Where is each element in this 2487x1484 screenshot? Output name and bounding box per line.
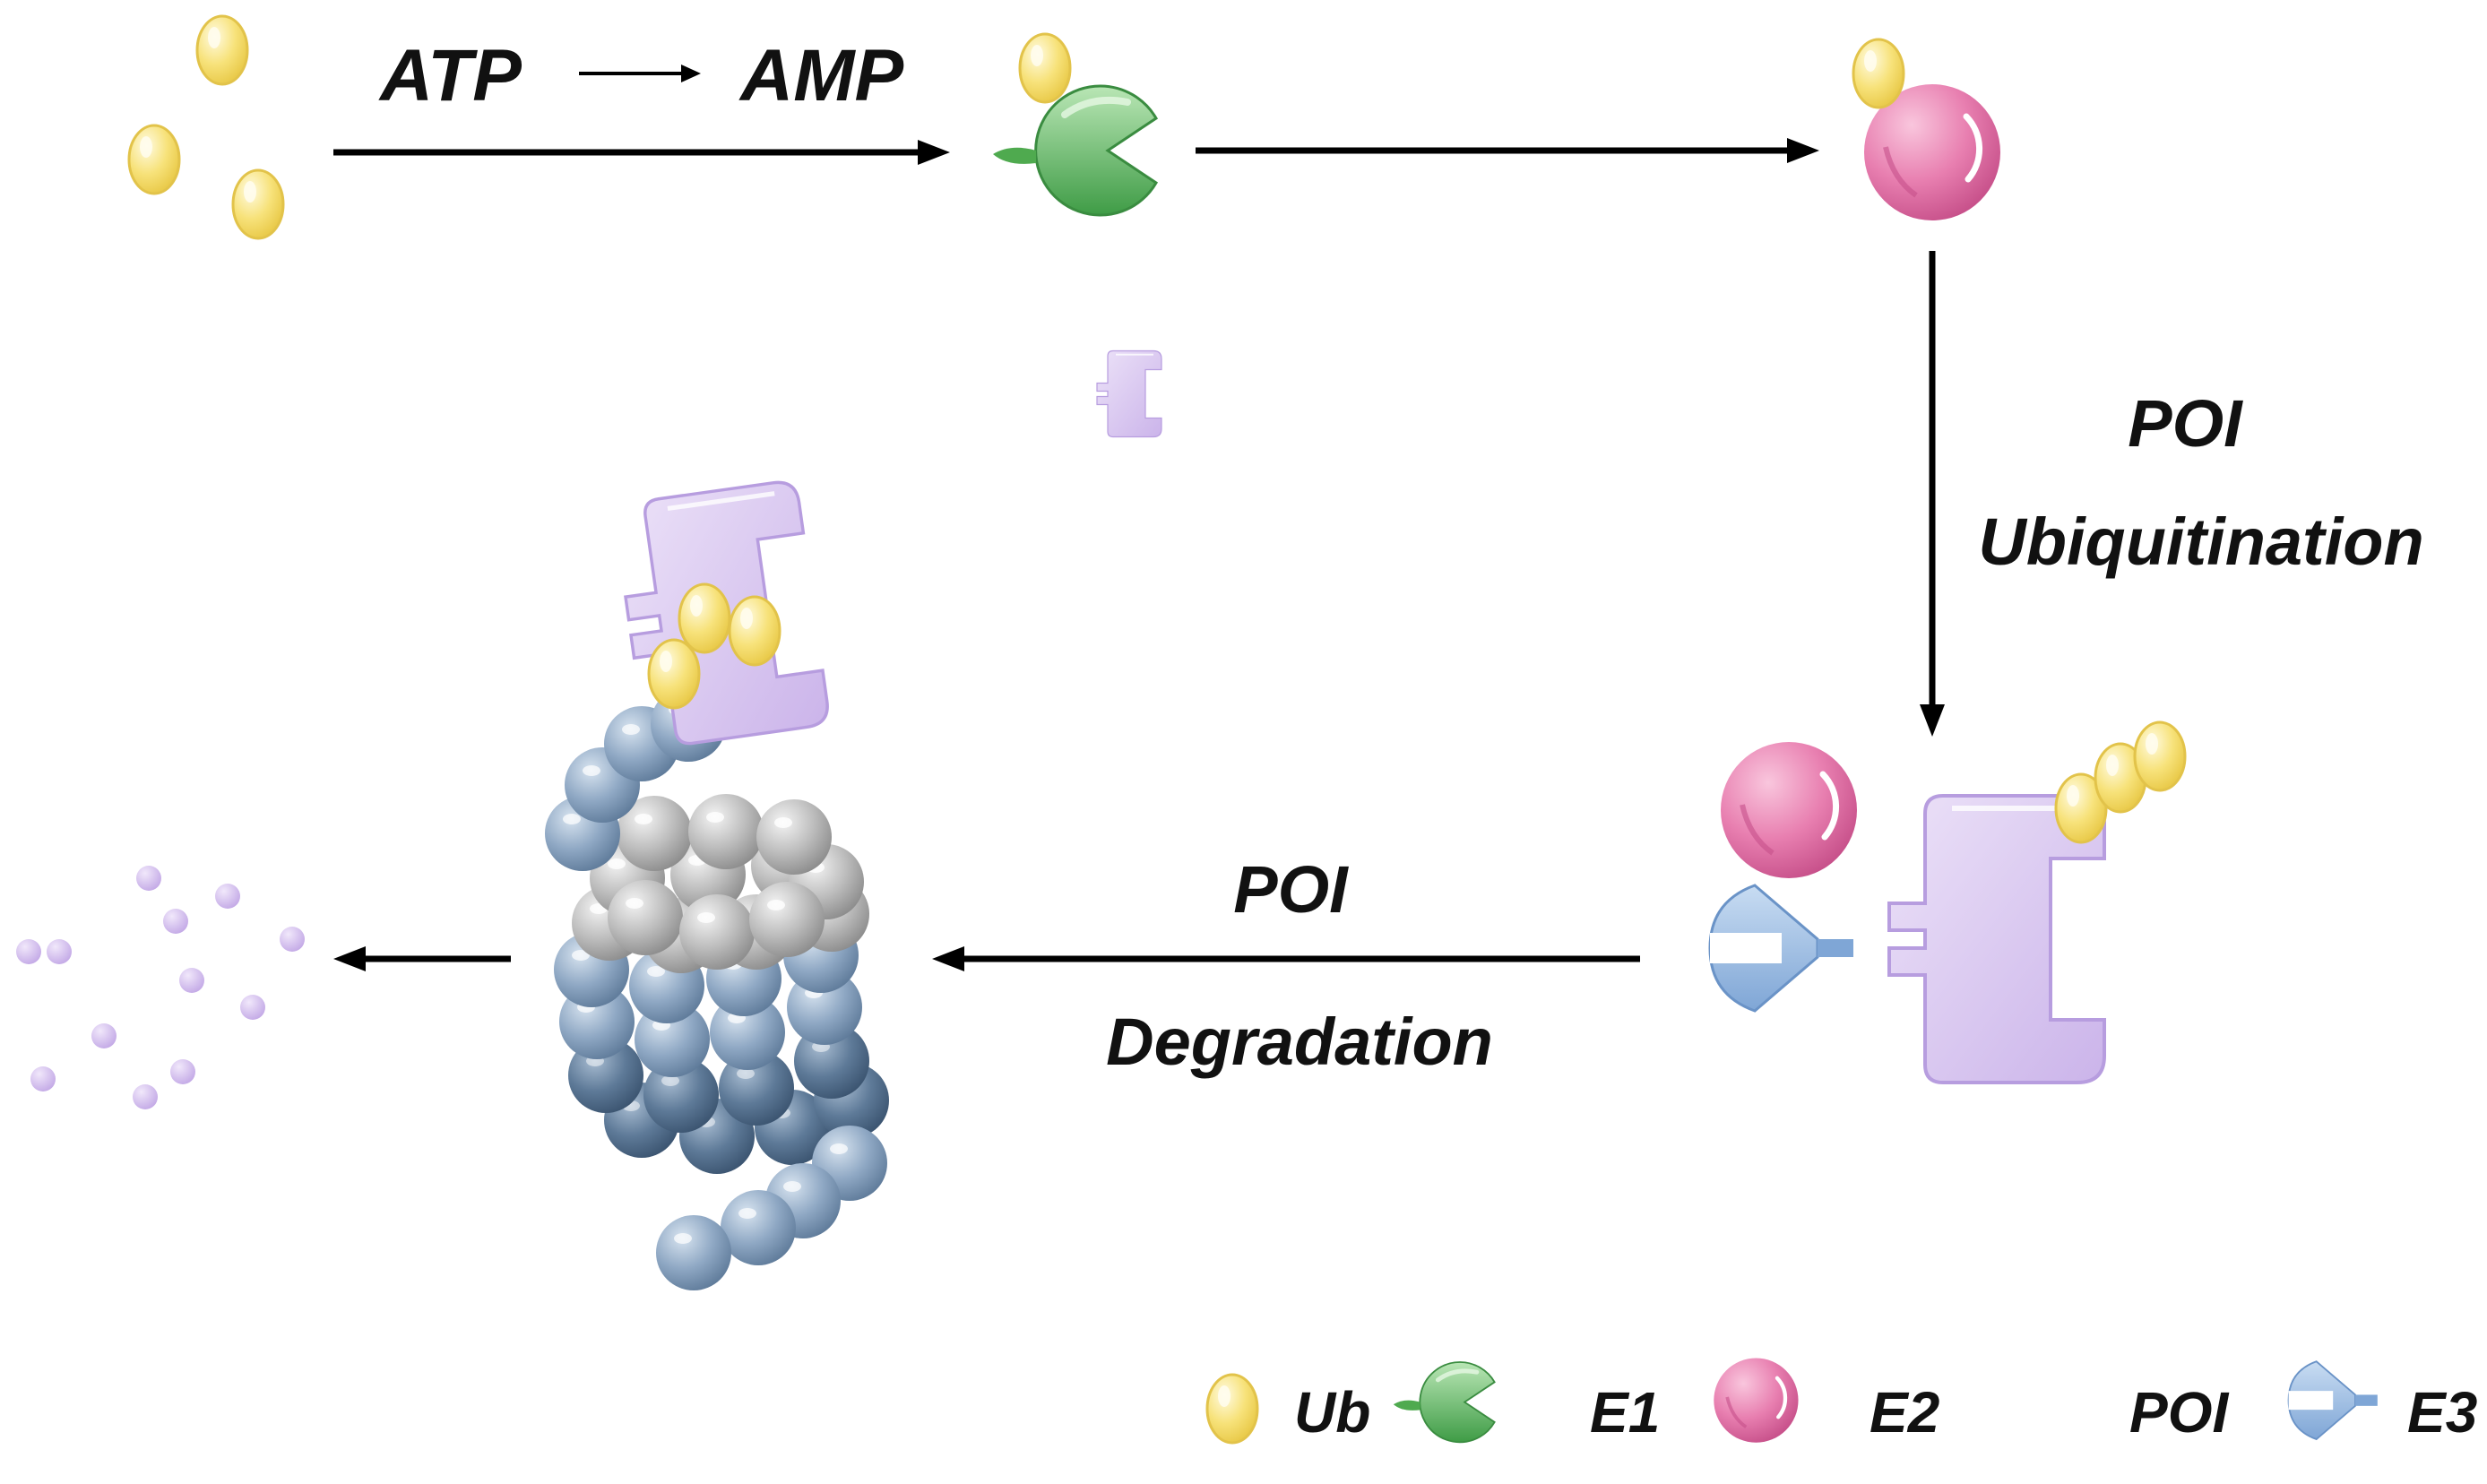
legend-item-e1: E1 bbox=[1394, 1362, 1660, 1445]
ubiquitin-icon bbox=[647, 638, 701, 710]
conjugation-arrow bbox=[1196, 138, 1819, 163]
poi-protein-icon bbox=[1096, 349, 1162, 438]
ubiquitination-label-line1: POI bbox=[2128, 386, 2243, 461]
legend-item-e2: E2 bbox=[1714, 1359, 1939, 1445]
e3-ligase-icon bbox=[2289, 1361, 2378, 1439]
legend-item-e3: E3 bbox=[2289, 1361, 2477, 1445]
peptide-fragments bbox=[16, 866, 305, 1109]
legend-label-e1: E1 bbox=[1590, 1380, 1660, 1445]
ubiquitin-icon bbox=[728, 595, 782, 667]
ubiquitin-icon bbox=[2133, 720, 2187, 792]
ubiquitin-icon bbox=[195, 14, 249, 86]
ubiquitin-icon bbox=[1018, 32, 1072, 104]
ubiquitin-icon bbox=[678, 582, 731, 654]
legend-label-e3: E3 bbox=[2407, 1380, 2477, 1445]
degradation-label-line1: POI bbox=[1233, 852, 1349, 927]
ubiquitin-icon bbox=[127, 124, 181, 195]
atp-to-amp-small-arrow bbox=[579, 65, 701, 82]
release-arrow bbox=[333, 946, 511, 971]
free-ubiquitin-group bbox=[127, 14, 285, 240]
proteasome bbox=[545, 686, 889, 1290]
e2-enzyme-icon bbox=[1714, 1359, 1798, 1443]
e1-enzyme-icon bbox=[1394, 1362, 1495, 1442]
ubiquitination-arrow bbox=[1920, 251, 1945, 737]
legend: Ub E1 E2 POI E3 bbox=[1096, 349, 2477, 1445]
legend-item-poi: POI bbox=[1096, 349, 2229, 1445]
ubiquitin-icon bbox=[1205, 1373, 1259, 1445]
ubiquitin-icon bbox=[231, 168, 285, 240]
activation-arrow bbox=[333, 140, 950, 165]
e1-ub-complex bbox=[993, 32, 1156, 215]
atp-label: ATP bbox=[378, 35, 522, 116]
e2-e3-poi-complex bbox=[1710, 720, 2187, 1083]
degradation-arrow bbox=[932, 946, 1640, 971]
legend-label-e2: E2 bbox=[1870, 1380, 1939, 1445]
e3-ligase-icon bbox=[1710, 885, 1853, 1011]
legend-label-ub: Ub bbox=[1294, 1380, 1370, 1445]
ubiquitination-label-line2: Ubiquitination bbox=[1978, 505, 2423, 579]
degradation-label-line2: Degradation bbox=[1106, 1005, 1493, 1079]
ubiquitin-icon bbox=[1852, 38, 1905, 109]
amp-label: AMP bbox=[738, 35, 904, 116]
legend-item-ub: Ub bbox=[1205, 1373, 1370, 1445]
legend-label-poi: POI bbox=[2129, 1380, 2229, 1445]
e1-enzyme-icon bbox=[993, 86, 1156, 215]
e2-ub-complex bbox=[1852, 38, 2000, 220]
e2-enzyme-icon bbox=[1721, 742, 1857, 878]
